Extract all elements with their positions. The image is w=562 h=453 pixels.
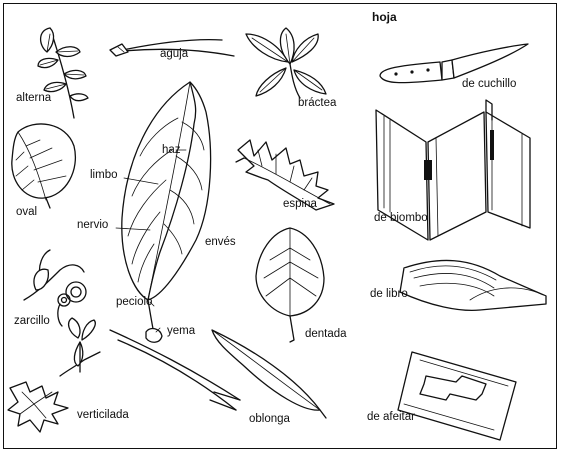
alterna-drawing <box>37 27 89 119</box>
label-oblonga: oblonga <box>249 413 290 425</box>
label-zarcillo: zarcillo <box>14 315 50 327</box>
de-libro-drawing <box>399 259 547 312</box>
plate-border <box>3 3 557 449</box>
label-de-cuchillo: de cuchillo <box>462 78 517 90</box>
zarcillo-drawing <box>23 249 87 327</box>
aguja-drawing <box>109 38 235 57</box>
label-peciolo: peciolo <box>116 296 153 308</box>
espina-drawing <box>235 139 335 211</box>
de-cuchillo-drawing <box>379 43 529 84</box>
label-limbo: limbo <box>90 169 118 181</box>
label-de-libro: de libro <box>370 288 408 300</box>
label-oval: oval <box>16 206 38 218</box>
label-haz: haz <box>162 144 181 156</box>
label-yema: yema <box>167 325 196 337</box>
label-alterna: alterna <box>16 92 52 104</box>
verticilada-drawing <box>7 317 101 433</box>
label-enves: envés <box>205 236 236 248</box>
label-dentada: dentada <box>305 328 347 340</box>
dentada-drawing <box>255 227 325 343</box>
main-leaf-drawing <box>109 81 241 411</box>
label-aguja: aguja <box>160 48 189 60</box>
oblonga-drawing <box>211 329 327 419</box>
de-biombo-drawing <box>375 99 531 241</box>
de-afeitar-drawing <box>397 351 517 441</box>
bractea-drawing <box>245 27 327 99</box>
oval-drawing <box>11 123 76 209</box>
label-nervio: nervio <box>77 219 109 231</box>
label-verticilada: verticilada <box>77 409 129 421</box>
leader-lines <box>115 149 187 333</box>
label-bractea: bráctea <box>298 97 337 109</box>
title-hoja: hoja <box>372 10 397 24</box>
label-de-afeitar: de afeitar <box>367 411 415 423</box>
label-de-biombo: de biombo <box>374 212 428 224</box>
label-espina: espina <box>283 198 317 210</box>
